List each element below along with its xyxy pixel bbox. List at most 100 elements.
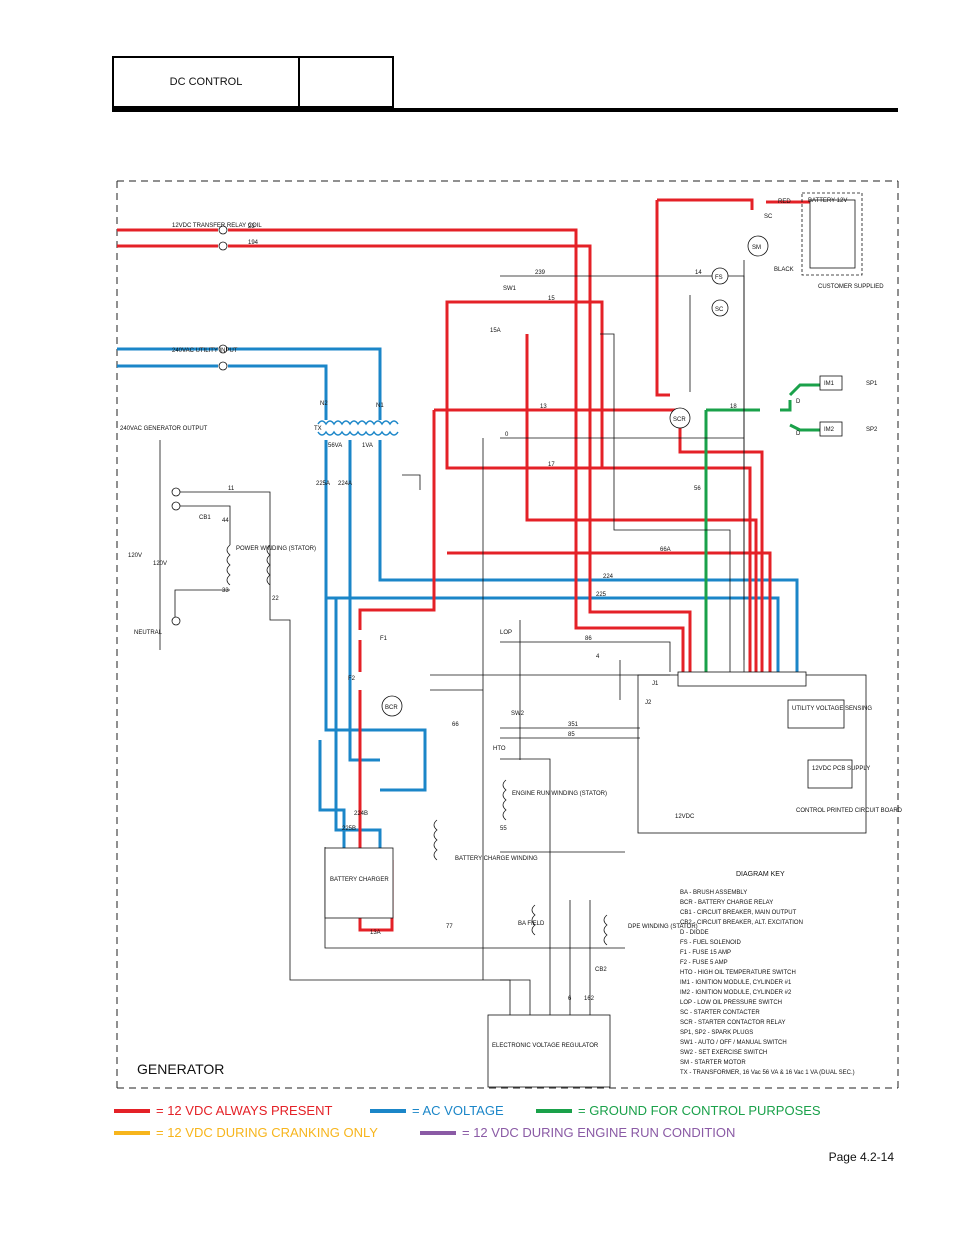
voltage-120v-b: 120V — [153, 561, 167, 567]
wire-224a: 224A — [338, 481, 352, 487]
evr-box — [487, 1014, 611, 1088]
key-line-18: TX - TRANSFORMER, 16 Vac 56 VA & 16 Vac … — [680, 1070, 855, 1076]
n1-label: N1 — [376, 403, 384, 409]
key-line-8: HTO - HIGH OIL TEMPERATURE SWITCH — [680, 970, 796, 976]
power-winding-label: POWER WINDING (STATOR) — [236, 546, 316, 552]
ignition-modules — [819, 375, 843, 437]
voltage-120v-a: 120V — [128, 553, 142, 559]
generator-boundary — [116, 180, 899, 1089]
page-header-blank-cell — [300, 56, 394, 108]
wire-4: 4 — [596, 654, 600, 660]
f2-label: F2 — [348, 676, 356, 682]
1va-label: 1VA — [362, 443, 373, 449]
wire-224: 224 — [603, 574, 614, 580]
legend-item-ac: = AC VOLTAGE — [370, 1103, 504, 1118]
wire-56: 56 — [694, 486, 701, 492]
key-line-6: F1 - FUSE 15 AMP — [680, 950, 731, 956]
page-number: Page 4.2-14 — [828, 1150, 894, 1164]
pcb-label: CONTROL PRINTED CIRCUIT BOARD — [796, 808, 903, 814]
wire-0: 0 — [505, 432, 509, 438]
legend-label: = AC VOLTAGE — [412, 1103, 504, 1118]
sp2-label: SP2 — [866, 427, 878, 433]
wire-23: 23 — [248, 224, 255, 230]
hto-label: HTO — [493, 746, 506, 752]
key-line-7: F2 - FUSE 5 AMP — [680, 960, 728, 966]
wire-239: 239 — [535, 270, 546, 276]
legend-label: = 12 VDC DURING CRANKING ONLY — [156, 1125, 378, 1140]
stator-windings — [226, 544, 608, 946]
diode-d2-label: D — [796, 431, 801, 437]
legend-item-dc-always: = 12 VDC ALWAYS PRESENT — [114, 1103, 332, 1118]
customer-label: CUSTOMER SUPPLIED — [818, 284, 884, 290]
pcb-board — [637, 671, 867, 834]
wire-14: 14 — [695, 270, 702, 276]
diode-d1-label: D — [796, 399, 801, 405]
legend-label: = 12 VDC ALWAYS PRESENT — [156, 1103, 333, 1118]
legend-swatch — [114, 1130, 150, 1135]
wire-18: 18 — [730, 404, 737, 410]
key-line-12: SC - STARTER CONTACTER — [680, 1010, 760, 1016]
wire-85: 85 — [568, 732, 575, 738]
im2-label: IM2 — [824, 427, 835, 433]
key-line-5: FS - FUEL SOLENOID — [680, 940, 741, 946]
ba-field-label: BA FIELD — [518, 921, 545, 927]
wire-11: 11 — [228, 486, 235, 492]
bcr-label: BCR — [385, 705, 398, 711]
dc-always-wires — [117, 198, 810, 932]
wire-22: 22 — [272, 596, 279, 602]
wire-55: 55 — [500, 826, 507, 832]
im1-label: IM1 — [824, 381, 835, 387]
battery-label: BATTERY 12V — [808, 198, 847, 204]
key-line-0: BA - BRUSH ASSEMBLY — [680, 890, 747, 896]
wire-77: 77 — [446, 924, 453, 930]
legend-label: = GROUND FOR CONTROL PURPOSES — [578, 1103, 821, 1118]
black-label: BLACK — [774, 267, 794, 273]
utility-input-label: 240VAC UTILITY INPUT — [172, 348, 238, 354]
wire-225a: 225A — [316, 481, 330, 487]
12vdc-label: 12VDC — [675, 814, 695, 820]
wire-66: 66 — [452, 722, 459, 728]
sc-label: SC — [715, 307, 724, 313]
diagram-key-title: DIAGRAM KEY — [736, 871, 785, 878]
key-line-2: CB1 - CIRCUIT BREAKER, MAIN OUTPUT — [680, 910, 797, 916]
key-line-3: CB2 - CIRCUIT BREAKER, ALT. EXCITATION — [680, 920, 803, 926]
j1-label: J1 — [652, 681, 659, 687]
legend-label: = 12 VDC DURING ENGINE RUN CONDITION — [462, 1125, 736, 1140]
sp1-label: SP1 — [866, 381, 878, 387]
sw1-label: SW1 — [503, 286, 517, 292]
j2-label: J2 — [645, 700, 652, 706]
legend-item-cranking: = 12 VDC DURING CRANKING ONLY — [114, 1125, 378, 1140]
wire-number-labels: 23 194 239 14 15 15A 13 17 0 56 18 66A 2… — [222, 224, 737, 1002]
wire-162: 162 — [584, 996, 595, 1002]
wire-6: 6 — [568, 996, 572, 1002]
n2-label: N2 — [320, 401, 328, 407]
batt-charge-winding-label: BATTERY CHARGE WINDING — [455, 856, 538, 862]
battery-charger-label: BATTERY CHARGER — [330, 877, 389, 883]
page-header-title: DC CONTROL — [112, 56, 300, 108]
legend-swatch — [114, 1108, 150, 1113]
legend-item-engine-run: = 12 VDC DURING ENGINE RUN CONDITION — [420, 1125, 735, 1140]
legend-item-ground: = GROUND FOR CONTROL PURPOSES — [536, 1103, 821, 1118]
gen-output-label: 240VAC GENERATOR OUTPUT — [120, 426, 208, 432]
generator-label: GENERATOR — [137, 1061, 224, 1077]
legend-swatch — [420, 1130, 456, 1135]
ground-control-wires — [704, 383, 820, 672]
transfer-coil-label: 12VDC TRANSFER RELAY COIL — [172, 223, 262, 229]
battery-block — [801, 192, 863, 276]
legend-swatch — [370, 1108, 406, 1113]
tx-label: TX — [314, 426, 322, 432]
engine-run-winding-label: ENGINE RUN WINDING (STATOR) — [512, 791, 607, 797]
scr-label: SCR — [673, 417, 686, 423]
wire-44: 44 — [222, 518, 229, 524]
cb1-label: CB1 — [199, 515, 211, 521]
key-line-17: SM - STARTER MOTOR — [680, 1060, 746, 1066]
dpe-winding-label: DPE WINDING (STATOR) — [628, 924, 698, 930]
key-line-16: SW2 - SET EXERCISE SWITCH — [680, 1050, 767, 1056]
wire-224b: 224B — [354, 811, 368, 817]
key-line-13: SCR - STARTER CONTACTOR RELAY — [680, 1020, 785, 1026]
wire-351: 351 — [568, 722, 579, 728]
wire-17: 17 — [548, 462, 555, 468]
wire-13: 13 — [540, 404, 547, 410]
utility-sensing-label: UTILITY VOLTAGE SENSING — [792, 706, 872, 712]
wire-225b: 225B — [342, 826, 356, 832]
